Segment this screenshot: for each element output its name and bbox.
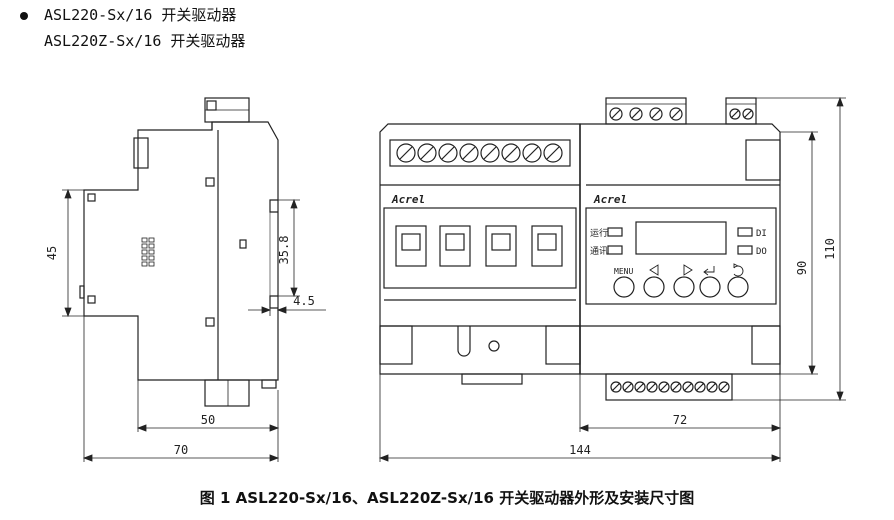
terminal-row-bottom-right [610,381,730,393]
label-run: 运行 [590,227,608,239]
return-button [727,276,749,298]
terminal-row-top-left [396,143,563,163]
bullet-dot [20,12,28,20]
brand-logo-right: Acrel [593,193,627,206]
left-button [643,276,665,298]
dim-72-label: 72 [673,413,687,427]
front-buttons [613,276,749,298]
dim-144-label: 144 [569,443,591,457]
return-icon [733,263,744,277]
right-button [673,276,695,298]
figure-caption: 图 1 ASL220-Sx/16、ASL220Z-Sx/16 开关驱动器外形及安… [199,489,695,507]
label-do: DO [756,247,767,257]
dim-110-label: 110 [823,238,837,260]
front-view: Acrel Acrel 运行 通讯 DI DO MENU [378,96,846,462]
label-menu: MENU [614,267,633,276]
label-comm: 通讯 [590,246,608,257]
model-line-2: ASL220Z-Sx/16 开关驱动器 [44,32,246,50]
relay-switches [395,225,563,267]
menu-button [613,276,635,298]
dim-35-8-label: 35.8 [277,236,291,265]
left-arrow-icon [649,264,659,276]
model-line-1: ASL220-Sx/16 开关驱动器 [44,6,237,24]
right-arrow-icon [683,264,693,276]
dim-4-5-label: 4.5 [293,294,315,308]
enter-icon [703,266,715,276]
label-di: DI [756,229,767,239]
side-view: 45 35.8 4.5 50 [45,97,326,462]
dim-50-label: 50 [201,413,215,427]
dim-70-label: 70 [174,443,188,457]
dim-45-label: 45 [45,246,59,260]
brand-logo-left: Acrel [391,193,425,206]
dim-90-label: 90 [795,261,809,275]
enter-button [699,276,721,298]
